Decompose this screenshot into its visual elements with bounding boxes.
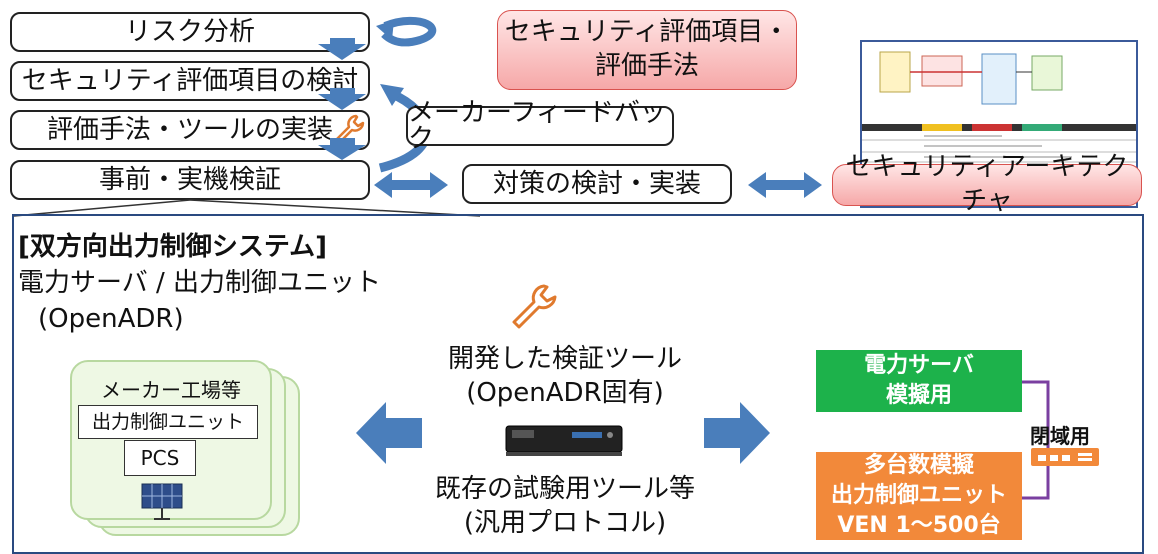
hardware-device-icon: [505, 425, 623, 456]
solar-panel-icon: [141, 483, 183, 520]
existing-tool-line2: (汎用プロトコル): [463, 508, 667, 538]
eval-items-box: セキュリティ評価項目・ 評価手法: [497, 10, 797, 90]
panel-protocol: (OpenADR): [38, 304, 184, 334]
existing-tool-line1: 既存の試験用ツール等: [434, 474, 695, 504]
countermeasure-box: 対策の検討・実装: [462, 164, 732, 204]
step-verification: 事前・実機検証: [10, 160, 370, 200]
step-eval-tools: 評価手法・ツールの実装: [10, 110, 370, 150]
step-risk-analysis: リスク分析: [10, 12, 370, 52]
eval-items-line1: セキュリティ評価項目・: [504, 17, 790, 48]
dev-tool-line1: 開発した検証ツール: [447, 344, 682, 374]
big-left-arrow: [356, 402, 422, 464]
eval-items-line2: 評価手法: [594, 51, 699, 81]
control-unit-box: 出力制御ユニット: [78, 405, 258, 439]
big-right-arrow: [704, 402, 770, 464]
network-switch-icon: [1031, 448, 1099, 466]
power-server-line1: 電力サーバ: [864, 353, 974, 379]
wrench-icon: [512, 284, 557, 329]
pcs-box: PCS: [124, 440, 196, 476]
multi-unit-line1: 多台数模擬: [863, 453, 974, 479]
closed-network-lines: [1022, 380, 1050, 500]
feedback-box: メーカーフィードバック: [406, 100, 674, 152]
closed-network-label: 閉域用: [1030, 424, 1090, 448]
panel-title: [双方向出力制御システム]: [18, 232, 327, 262]
step-security-items: セキュリティ評価項目の検討: [10, 61, 370, 101]
power-server-line2: 模擬用: [885, 383, 952, 408]
dev-tool-line2: (OpenADR固有): [466, 378, 664, 408]
panel-subtitle: 電力サーバ / 出力制御ユニット: [18, 268, 382, 298]
power-server-box: 電力サーバ 模擬用: [816, 350, 1022, 412]
multi-unit-line2: 出力制御ユニット: [830, 483, 1007, 509]
architecture-box: セキュリティアーキテクチャ: [832, 152, 1142, 216]
multi-unit-box: 多台数模擬 出力制御ユニット VEN 1～500台: [816, 452, 1022, 540]
wrench-icon: [334, 114, 365, 145]
multi-unit-line3: VEN 1～500台: [837, 512, 1001, 538]
factory-label: メーカー工場等: [101, 378, 241, 402]
